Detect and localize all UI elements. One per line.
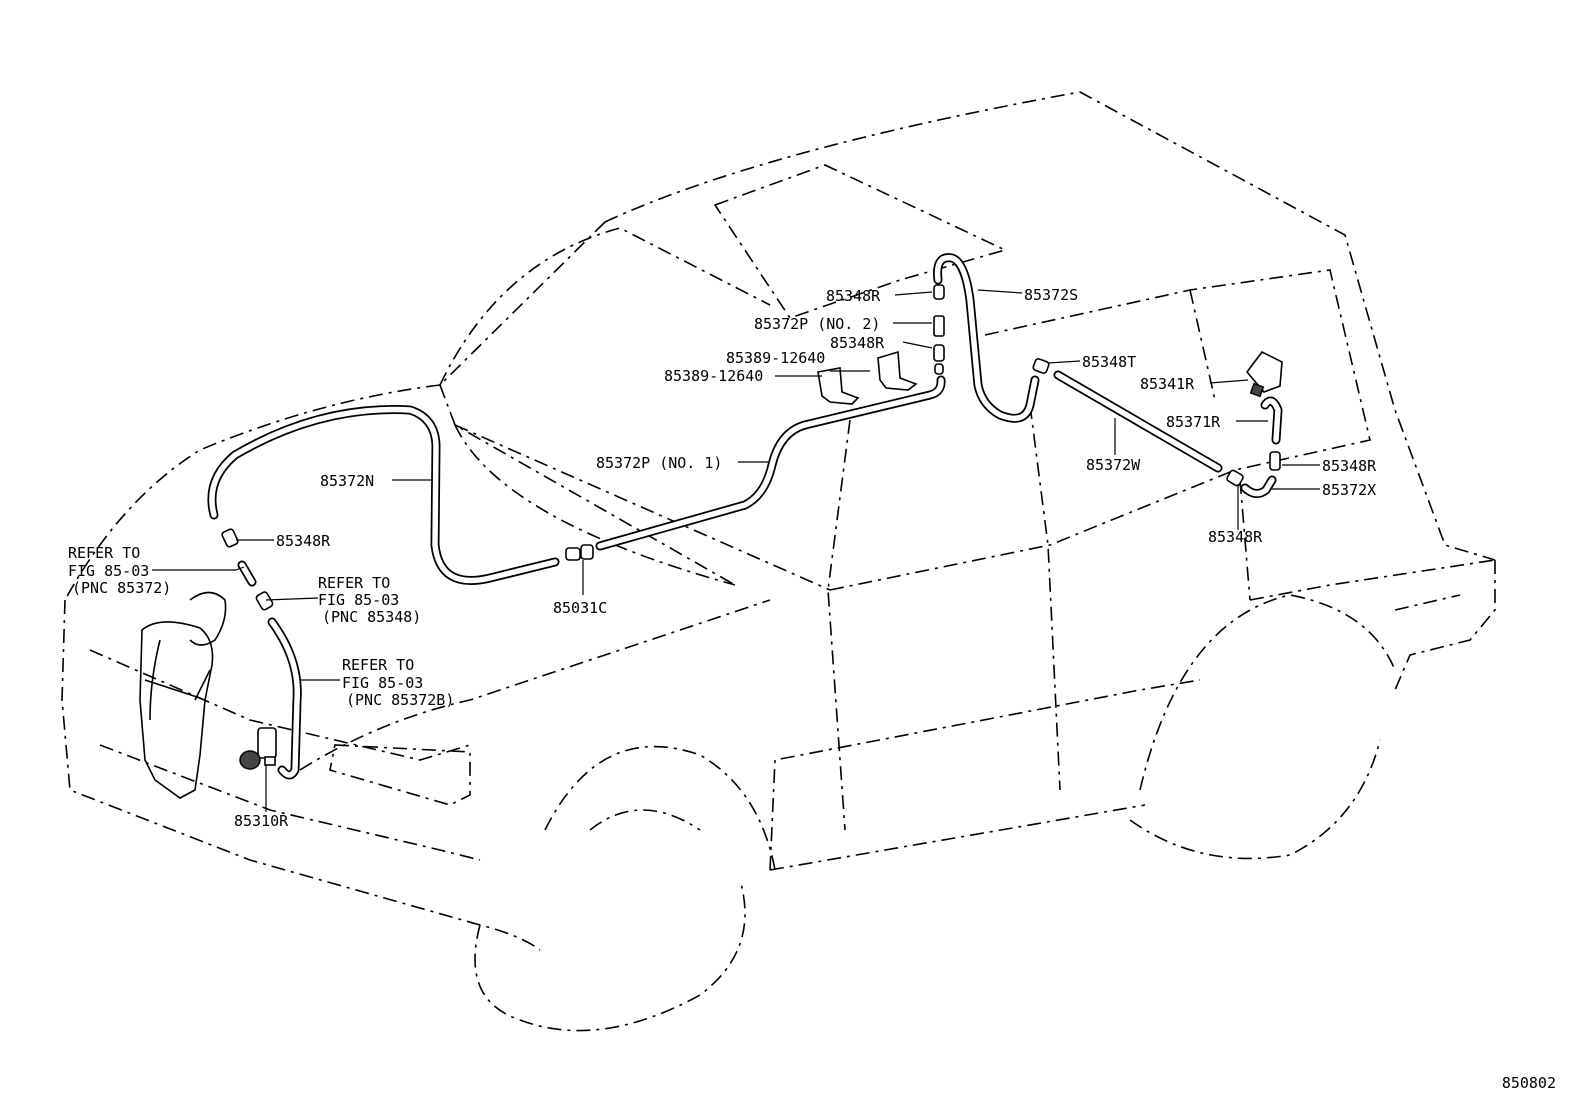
connector-85348r-left xyxy=(221,528,239,548)
callout-85310r: 85310R xyxy=(234,812,289,830)
drawing-number: 850802 xyxy=(1502,1074,1556,1092)
washer-tank xyxy=(139,591,227,799)
callout-85341r: 85341R xyxy=(1140,375,1195,393)
refer-note-1-line2: FIG 85-03 xyxy=(68,562,149,580)
callout-85348r-left: 85348R xyxy=(276,532,331,550)
callout-85371r: 85371R xyxy=(1166,413,1221,431)
callout-85372x: 85372X xyxy=(1322,481,1376,499)
washer-hoses xyxy=(207,253,1283,780)
clip-85389-lower xyxy=(817,367,860,405)
tube-85372p-no2 xyxy=(933,315,945,337)
callout-85031c: 85031C xyxy=(553,599,607,617)
refer-note-2-line1: REFER TO xyxy=(318,574,390,592)
joint-85031c xyxy=(565,547,581,561)
nozzle-85341r-base xyxy=(1249,382,1265,398)
refer-note-1-line3: (PNC 85372) xyxy=(72,579,171,597)
connector-85348r-top xyxy=(933,284,945,300)
callout-85348r-mid: 85348R xyxy=(830,334,885,352)
joint-85031c-b xyxy=(580,544,594,560)
callout-85348r-top: 85348R xyxy=(826,287,881,305)
clip-85389-upper xyxy=(877,350,918,391)
callout-85372w: 85372W xyxy=(1086,456,1141,474)
callout-85372s: 85372S xyxy=(1024,286,1078,304)
callout-85348t: 85348T xyxy=(1082,353,1136,371)
connector-85348r-mid xyxy=(933,344,945,362)
callout-85348r-right: 85348R xyxy=(1322,457,1377,475)
connectors xyxy=(139,284,1283,799)
callout-85389-upper: 85389-12640 xyxy=(726,349,825,367)
connector-85348-ref xyxy=(255,591,274,611)
refer-note-1-line1: REFER TO xyxy=(68,544,140,562)
vehicle-body-outline xyxy=(61,91,1496,1032)
connector-85348r-bottomright xyxy=(1226,469,1244,487)
callout-85372n: 85372N xyxy=(320,472,374,490)
refer-note-3-line2: FIG 85-03 xyxy=(342,674,423,692)
callout-labels: 85348R 85372S 85372P (NO. 2) 85348R 8538… xyxy=(68,286,1556,1092)
connector-85348t xyxy=(1032,358,1050,374)
refer-note-2-line2: FIG 85-03 xyxy=(318,591,399,609)
refer-note-2-line3: (PNC 85348) xyxy=(322,608,421,626)
connector-85348r-mid-tip xyxy=(934,363,944,375)
refer-note-3-line1: REFER TO xyxy=(342,656,414,674)
leader-lines xyxy=(152,289,1320,812)
callout-85389-lower: 85389-12640 xyxy=(664,367,763,385)
callout-85348r-bottomright: 85348R xyxy=(1208,528,1263,546)
connector-85348r-right xyxy=(1269,451,1281,471)
nozzle-85341r xyxy=(1245,350,1283,393)
refer-note-3-line3: (PNC 85372B) xyxy=(346,691,454,709)
callout-85372p-no2: 85372P (NO. 2) xyxy=(754,315,880,333)
washer-pump-85310r xyxy=(239,727,277,770)
callout-85372p-no1: 85372P (NO. 1) xyxy=(596,454,722,472)
